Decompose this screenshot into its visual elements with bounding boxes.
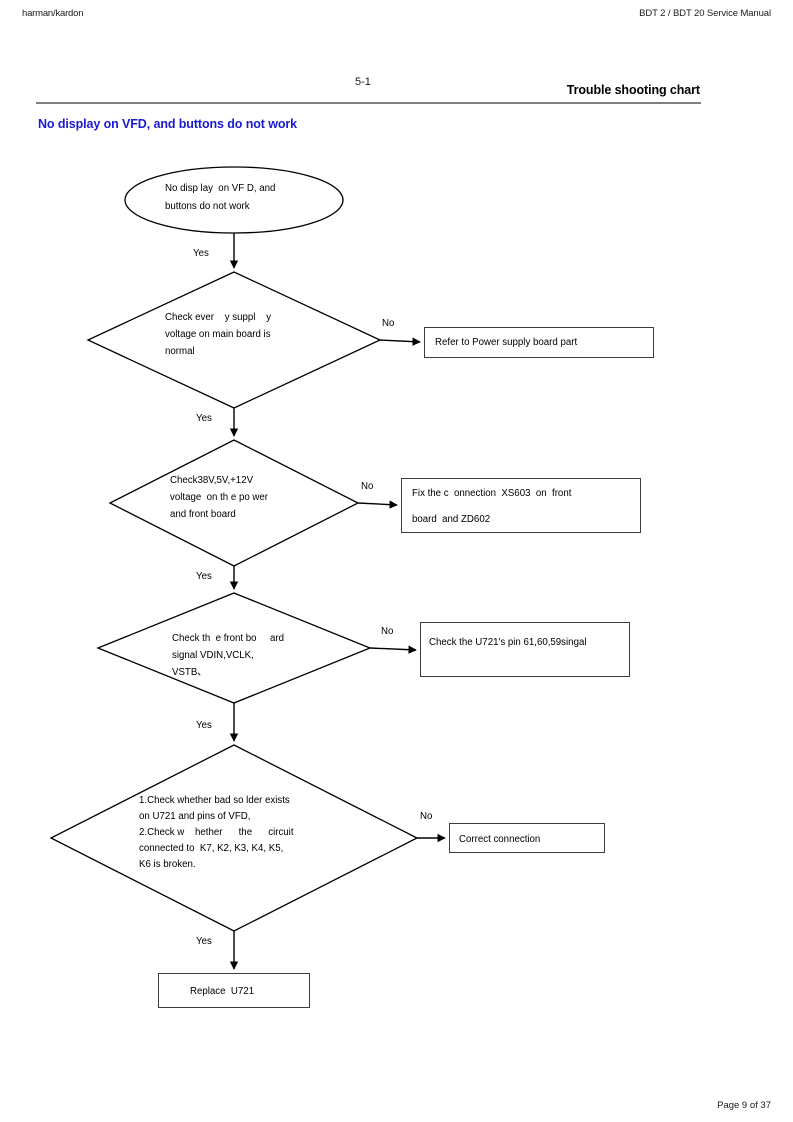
header-divider	[36, 102, 701, 104]
edge-label-yes-d2: Yes	[196, 571, 212, 582]
manual-title-label: BDT 2 / BDT 20 Service Manual	[639, 8, 771, 19]
box-fix-connection-xs603	[401, 478, 641, 533]
box-correct-connection-line1: Correct connection	[459, 834, 541, 845]
box-fix-connection-xs603-line1: Fix the c onnection XS603 on front	[412, 488, 572, 499]
edge-label-yes-start: Yes	[193, 248, 209, 259]
decision-1-line1: Check ever y suppl y	[165, 312, 272, 323]
start-terminator-line1: No disp lay on VF D, and	[165, 183, 276, 194]
box-refer-power-supply	[424, 327, 654, 358]
edge-label-no-d1: No	[382, 318, 395, 329]
edge-label-yes-d1: Yes	[196, 413, 212, 424]
edge-label-no-d4: No	[420, 811, 433, 822]
connector-d1-to-refer	[379, 337, 421, 346]
section-number: 5-1	[355, 76, 371, 88]
decision-2-line2: voltage on th e po wer	[170, 492, 269, 503]
box-refer-power-supply-line1: Refer to Power supply board part	[435, 337, 578, 348]
edge-label-no-d3: No	[381, 626, 394, 637]
decision-3-line3: VSTB、	[172, 667, 207, 678]
decision-1-line2: voltage on main board is	[165, 329, 271, 340]
chart-heading: No display on VFD, and buttons do not wo…	[38, 117, 297, 131]
footer-page-number: Page 9 of 37	[717, 1100, 771, 1111]
box-fix-connection-xs603-line2: board and ZD602	[412, 514, 491, 525]
decision-4-line2: on U721 and pins of VFD,	[139, 811, 251, 822]
edge-label-no-d2: No	[361, 481, 374, 492]
connector-d2-to-fix	[357, 500, 398, 509]
edge-label-yes-d4: Yes	[196, 936, 212, 947]
decision-2-line1: Check38V,5V,+12V	[170, 475, 254, 486]
decision-4-line4: connected to K7, K2, K3, K4, K5,	[139, 843, 284, 854]
box-replace-u721	[158, 973, 310, 1008]
box-check-u721-pins-line1: Check the U721's pin 61,60,59singal	[429, 637, 587, 648]
connector-d3-to-check-u721	[369, 645, 417, 654]
decision-4-line3: 2.Check w hether the circuit	[139, 827, 294, 838]
decision-4-line5: K6 is broken.	[139, 859, 196, 870]
decision-2-line3: and front board	[170, 509, 236, 520]
decision-3-line2: signal VDIN,VCLK,	[172, 650, 254, 661]
start-terminator-line2: buttons do not work	[165, 201, 250, 212]
box-correct-connection	[449, 823, 605, 853]
decision-1-line3: normal	[165, 346, 195, 357]
edge-label-yes-d3: Yes	[196, 720, 212, 731]
section-title: Trouble shooting chart	[566, 83, 700, 97]
decision-4-line1: 1.Check whether bad so lder exists	[139, 795, 290, 806]
decision-3-line1: Check th e front bo ard	[172, 633, 285, 644]
box-replace-u721-line1: Replace U721	[190, 986, 255, 997]
brand-label: harman/kardon	[22, 8, 84, 19]
box-check-u721-pins	[420, 622, 630, 677]
